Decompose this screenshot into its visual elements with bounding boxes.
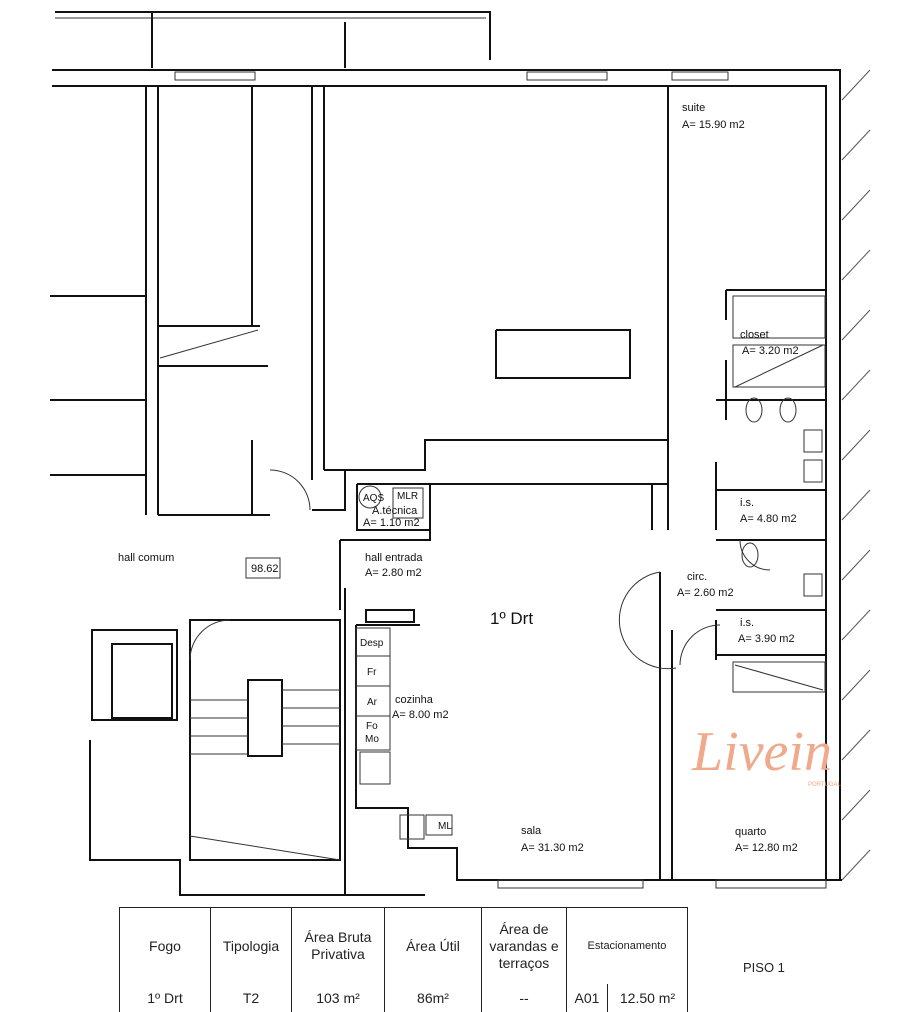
value-varandas: -- [481, 984, 567, 1012]
hall-comum-label: hall comum [118, 552, 174, 564]
floor-label: PISO 1 [743, 960, 785, 975]
header-estacionamento: Estacionamento [566, 907, 688, 984]
svg-text:Livein: Livein [691, 721, 832, 783]
value-fogo: 1º Drt [119, 984, 211, 1012]
suite-label: suite [682, 102, 705, 114]
cozinha-label: cozinha [395, 694, 434, 706]
header-area-util: Área Útil [384, 907, 482, 984]
hall-entrada-area: A= 2.80 m2 [365, 567, 422, 579]
atecnica-label: A.técnica [372, 505, 418, 517]
mlr-label: MLR [397, 491, 418, 502]
quarto-label: quarto [735, 826, 766, 838]
kitchen-desp: Desp [360, 638, 384, 649]
value-area-util: 86m² [384, 984, 482, 1012]
header-tipologia: Tipologia [210, 907, 292, 984]
closet-label: closet [740, 329, 769, 341]
value-estac-area: 12.50 m² [607, 984, 688, 1012]
is1-label: i.s. [740, 497, 754, 509]
sala-area: A= 31.30 m2 [521, 842, 584, 854]
header-area-bruta: Área Bruta Privativa [291, 907, 385, 984]
is2-label: i.s. [740, 617, 754, 629]
sala-label: sala [521, 825, 542, 837]
level-mark: 98.62 [251, 563, 279, 575]
unit-label: 1º Drt [490, 609, 533, 628]
kitchen-fo: Fo [366, 721, 378, 732]
value-estac-id: A01 [566, 984, 608, 1012]
kitchen-ar: Ar [367, 697, 378, 708]
value-area-bruta: 103 m² [291, 984, 385, 1012]
area-table: Fogo Tipologia Área Bruta Privativa Área… [119, 907, 688, 1012]
is2-area: A= 3.90 m2 [738, 633, 795, 645]
kitchen-mo: Mo [365, 734, 379, 745]
livein-logo: Livein PORTUGAL [691, 721, 842, 788]
walls [50, 11, 871, 896]
value-tipologia: T2 [210, 984, 292, 1012]
kitchen-fr: Fr [367, 667, 377, 678]
header-varandas: Área de varandas e terraços [481, 907, 567, 984]
suite-area: A= 15.90 m2 [682, 119, 745, 131]
closet-area: A= 3.20 m2 [742, 345, 799, 357]
circ-label: circ. [687, 571, 707, 583]
circ-area: A= 2.60 m2 [677, 587, 734, 599]
aqs-label: AQS [363, 493, 384, 504]
kitchen-ml: ML [438, 821, 452, 832]
hall-entrada-label: hall entrada [365, 552, 423, 564]
quarto-area: A= 12.80 m2 [735, 842, 798, 854]
is1-area: A= 4.80 m2 [740, 513, 797, 525]
header-fogo: Fogo [119, 907, 211, 984]
svg-text:PORTUGAL: PORTUGAL [808, 782, 842, 788]
cozinha-area: A= 8.00 m2 [392, 709, 449, 721]
atecnica-area: A= 1.10 m2 [363, 517, 420, 529]
